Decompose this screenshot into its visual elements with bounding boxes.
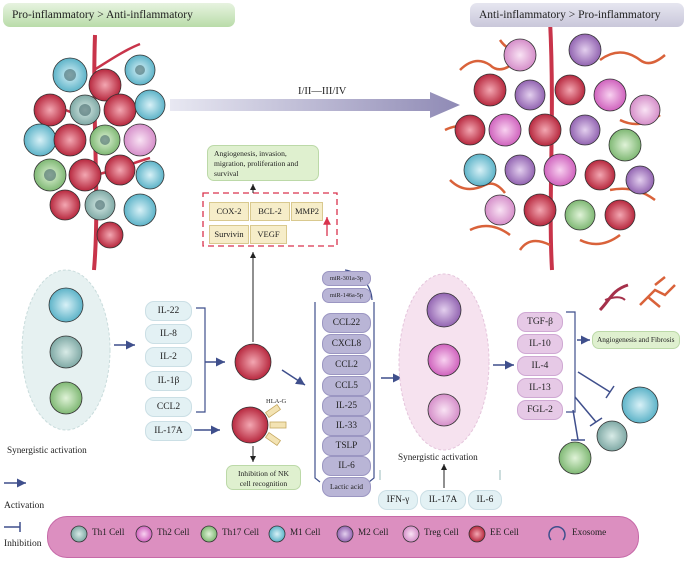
oval-th17-cell xyxy=(49,381,83,415)
gene-vegf: VEGF xyxy=(250,225,287,244)
hla-g-label: HLA-G xyxy=(266,398,287,405)
oval-m1-cell xyxy=(48,287,84,323)
th17-cell-icon xyxy=(200,525,218,543)
advanced-lesion-cluster xyxy=(444,19,666,271)
legend-treg: Treg Cell xyxy=(424,527,459,537)
angiogenesis-fibrosis-box: Angiogenesis and Fibrosis xyxy=(592,331,680,349)
factor-tslp: TSLP xyxy=(322,436,371,456)
factor-ccl22: CCL22 xyxy=(322,313,371,333)
cytokine-il17a-bottom: IL-17A xyxy=(420,490,466,510)
cytokine-il17a-left: IL-17A xyxy=(145,421,192,441)
treg-cell-icon xyxy=(402,525,420,543)
exosome-icon xyxy=(548,525,566,541)
oval-treg-cell xyxy=(427,393,461,427)
header-right: Anti-inflammatory > Pro-inflammatory xyxy=(470,3,684,27)
right-th1-cell xyxy=(596,420,628,452)
factor-il6: IL-6 xyxy=(322,456,371,476)
right-th17-cell xyxy=(558,441,592,475)
oval-th2-cell xyxy=(427,343,461,377)
gene-mmp2: MMP2 xyxy=(291,202,323,221)
legend-th2: Th2 Cell xyxy=(157,527,190,537)
oval-m2-cell xyxy=(426,292,462,328)
cytokine-fgl2: FGL-2 xyxy=(517,400,563,420)
m1-cell-icon xyxy=(268,525,286,543)
gene-cox2: COX-2 xyxy=(209,202,249,221)
activation-label: Activation xyxy=(4,501,45,511)
cytokine-il13: IL-13 xyxy=(517,378,563,398)
hla-g-molecules xyxy=(264,403,287,447)
legend-exosome: Exosome xyxy=(572,527,607,537)
legend-m2: M2 Cell xyxy=(358,527,389,537)
m2-cell-icon xyxy=(336,525,354,543)
cytokine-il8: IL-8 xyxy=(145,324,192,344)
mirna-146a: miR-146a-5p xyxy=(322,288,371,303)
cytokine-il2: IL-2 xyxy=(145,347,192,367)
stage-progression-arrow xyxy=(170,92,460,118)
nk-inhibition-box: Inhibition of NK cell recognition xyxy=(226,465,301,490)
cytokine-il22: IL-22 xyxy=(145,301,192,321)
gene-survivin: Survivin xyxy=(209,225,249,244)
factor-ccl2: CCL2 xyxy=(322,355,371,375)
stage-label: I/II—III/IV xyxy=(298,86,347,97)
cytokine-il6-bottom: IL-6 xyxy=(468,490,502,510)
factor-il33: IL-33 xyxy=(322,416,371,436)
header-left: Pro-inflammatory > Anti-inflammatory xyxy=(3,3,235,27)
gene-bcl2: BCL-2 xyxy=(250,202,290,221)
tumor-outcomes-box: Angiogenesis, invasion, migration, proli… xyxy=(207,145,319,181)
ee-cell-hla-g xyxy=(231,406,269,444)
legend-th1: Th1 Cell xyxy=(92,527,125,537)
factor-ccl5: CCL5 xyxy=(322,376,371,396)
cytokine-il4: IL-4 xyxy=(517,356,563,376)
ee-cell-icon xyxy=(468,525,486,543)
cytokine-il1b: IL-1β xyxy=(145,371,192,391)
mirna-301a: miR-301a-3p xyxy=(322,271,371,286)
th2-cell-icon xyxy=(135,525,153,543)
gene-box xyxy=(202,192,338,247)
legend-ee: EE Cell xyxy=(490,527,519,537)
cytokine-tgfb: TGF-β xyxy=(517,312,563,332)
th1-cell-icon xyxy=(70,525,88,543)
synergistic-right-label: Synergistic activation xyxy=(398,452,478,462)
early-lesion-cluster xyxy=(23,34,166,271)
right-m1-cell xyxy=(621,386,659,424)
factor-cxcl8: CXCL8 xyxy=(322,334,371,354)
vessels-icon xyxy=(598,276,676,312)
cytokine-il10: IL-10 xyxy=(517,334,563,354)
factor-lactic-acid: Lactic acid xyxy=(322,477,371,497)
ee-cell-middle xyxy=(234,343,272,381)
legend-m1: M1 Cell xyxy=(290,527,321,537)
synergistic-left-label: Synergistic activation xyxy=(7,445,87,455)
oval-th1-cell xyxy=(49,335,83,369)
legend-th17: Th17 Cell xyxy=(222,527,260,537)
cytokine-ccl2: CCL2 xyxy=(145,397,192,417)
cytokine-ifng: IFN-γ xyxy=(378,490,418,510)
inhibition-label: Inhibition xyxy=(4,539,42,549)
factor-il25: IL-25 xyxy=(322,396,371,416)
